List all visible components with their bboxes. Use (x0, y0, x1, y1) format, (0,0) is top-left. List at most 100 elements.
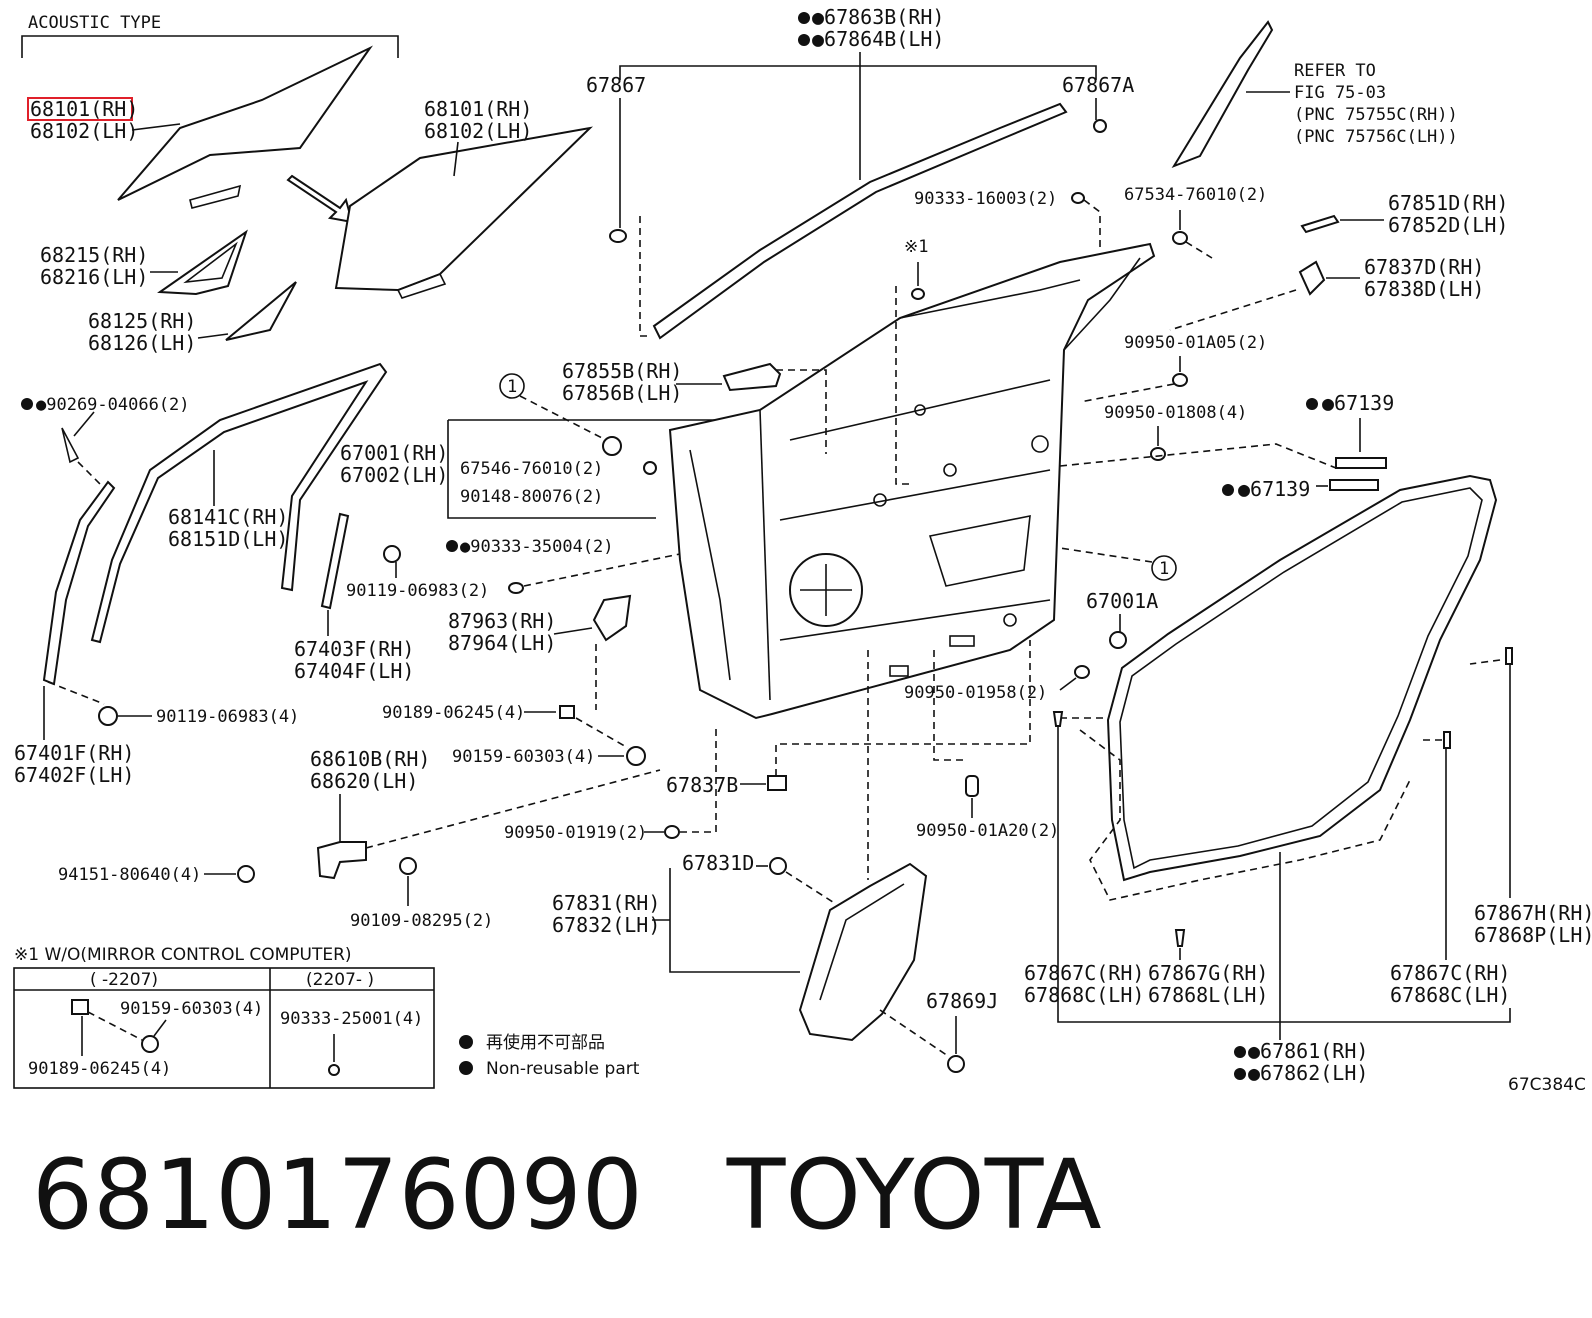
p67837b-label[interactable]: 67837B (666, 773, 738, 797)
p90119a-label[interactable]: 90119-06983(2) (346, 581, 489, 601)
glass-acoustic-lh-label[interactable]: 68102(LH) (30, 119, 138, 143)
p90950e-label[interactable]: 90950-01A20(2) (916, 821, 1059, 841)
selected-part-highlight (27, 97, 133, 121)
p68215-label[interactable]: 68215(RH) (40, 243, 148, 267)
p67867a-label[interactable]: 67867A (1062, 73, 1134, 97)
glass-acoustic-rh-label[interactable]: 68101(RH) (30, 97, 138, 121)
p90950b-label[interactable]: 90950-01A05(2) (1124, 333, 1267, 353)
p67139a-label[interactable]: ●67139 (1322, 391, 1394, 415)
p67401-label[interactable]: 67401F(RH) (14, 741, 134, 765)
legend-dot-icon-2 (459, 1061, 473, 1075)
non-reusable-dot-icon (21, 398, 33, 410)
footnote-part-a[interactable]: 90159-60303(4) (120, 999, 263, 1019)
callout-circle (499, 373, 525, 399)
cable-part (1300, 214, 1340, 234)
p67867h-label[interactable]: 67867H(RH) (1474, 901, 1592, 925)
p67139b-label[interactable]: ●67139 (1238, 477, 1310, 501)
p67867-label[interactable]: 67867 (586, 73, 646, 97)
p67867g-label[interactable]: 67867G(RH) (1148, 961, 1268, 985)
p94151-label[interactable]: 94151-80640(4) (58, 865, 201, 885)
door-frame-reinforcement (798, 862, 928, 1042)
p90148-label[interactable]: 90148-80076(2) (460, 487, 603, 507)
p68216-label[interactable]: 68216(LH) (40, 265, 148, 289)
p68151-label[interactable]: 68151D(LH) (168, 527, 288, 551)
p87963-label[interactable]: 87963(RH) (448, 609, 556, 633)
refer-label-3: (PNC 75755C(RH)) (1294, 105, 1458, 125)
acoustic-door-glass (117, 45, 374, 201)
handle-bracket-part (722, 362, 782, 392)
acoustic-type-heading: ACOUSTIC TYPE (28, 13, 161, 33)
legend-jp: 再使用不可部品 (486, 1032, 605, 1053)
p67851-label[interactable]: 67851D(RH) (1388, 191, 1508, 215)
refer-label-2: FIG 75-03 (1294, 83, 1386, 103)
p90189-label[interactable]: 90189-06245(4) (382, 703, 525, 723)
p67831-label[interactable]: 67831(RH) (552, 891, 660, 915)
door-weatherstrip (1106, 474, 1498, 882)
p67534-label[interactable]: 67534-76010(2) (1124, 185, 1267, 205)
p68141-label[interactable]: 68141C(RH) (168, 505, 288, 529)
clip-pin-icon (61, 427, 80, 464)
p90109-label[interactable]: 90109-08295(2) (350, 911, 493, 931)
p67402-label[interactable]: 67402F(LH) (14, 763, 134, 787)
part-number: 6810176090 (32, 1139, 643, 1251)
clip-part (1298, 260, 1326, 296)
glass-run-channel (90, 362, 388, 644)
refer-label-1: REFER TO (1294, 61, 1376, 81)
p67001a-label[interactable]: 67001A (1086, 589, 1158, 613)
p90950a-label[interactable]: 90950-01919(2) (504, 823, 647, 843)
footnote-table (13, 967, 435, 1089)
p68126-label[interactable]: 68126(LH) (88, 331, 196, 355)
p67855-label[interactable]: 67855B(RH) (562, 359, 682, 383)
p67864-label[interactable]: ●67864B(LH) (812, 27, 944, 51)
p67867c1-label[interactable]: 67867C(RH) (1024, 961, 1144, 985)
p67838d-label[interactable]: 67838D(LH) (1364, 277, 1484, 301)
p67868l-label[interactable]: 67868L(LH) (1148, 983, 1268, 1007)
svg-text:1: 1 (507, 377, 517, 397)
p67001-label[interactable]: 67001(RH) (340, 441, 448, 465)
p67863-label[interactable]: ●67863B(RH) (812, 5, 944, 29)
p67868c1-label[interactable]: 67868C(LH) (1024, 983, 1144, 1007)
p67856-label[interactable]: 67856B(LH) (562, 381, 682, 405)
p68610-label[interactable]: 68610B(RH) (310, 747, 430, 771)
p67002-label[interactable]: 67002(LH) (340, 463, 448, 487)
inner-panel-opening (928, 515, 1031, 587)
label-sticker-2 (1329, 479, 1379, 491)
p90333b-label[interactable]: 90333-16003(2) (914, 189, 1057, 209)
belt-moulding (652, 102, 1068, 340)
svg-text:1: 1 (1159, 559, 1169, 579)
caption: 6810176090 TOYOTA (32, 1135, 1102, 1255)
p67403-label[interactable]: 67403F(RH) (294, 637, 414, 661)
p67832-label[interactable]: 67832(LH) (552, 913, 660, 937)
legend-en: Non-reusable part (486, 1059, 640, 1079)
footnote-part-b[interactable]: 90189-06245(4) (28, 1059, 171, 1079)
bolt-icon-2 (383, 545, 401, 563)
p87964-label[interactable]: 87964(LH) (448, 631, 556, 655)
glass-rh-label[interactable]: 68101(RH) (424, 97, 532, 121)
p90159-label[interactable]: 90159-60303(4) (452, 747, 595, 767)
p90950c-label[interactable]: 90950-01808(4) (1104, 403, 1247, 423)
rear-lower-run-channel (320, 512, 350, 610)
p67867c2-label[interactable]: 67867C(RH) (1390, 961, 1510, 985)
p67404-label[interactable]: 67404F(LH) (294, 659, 414, 683)
p67852-label[interactable]: 67852D(LH) (1388, 213, 1508, 237)
p90950d-label[interactable]: 90950-01958(2) (904, 683, 1047, 703)
p67861-label[interactable]: ●67861(RH) (1248, 1039, 1368, 1063)
p67831d-label[interactable]: 67831D (682, 851, 754, 875)
p67868p-label[interactable]: 67868P(LH) (1474, 923, 1592, 947)
p68125-label[interactable]: 68125(RH) (88, 309, 196, 333)
p90119b-label[interactable]: 90119-06983(4) (156, 707, 299, 727)
p67869j-label[interactable]: 67869J (926, 989, 998, 1013)
callout-circle-2 (1151, 555, 1177, 581)
door-check-part (316, 841, 367, 880)
p68620-label[interactable]: 68620(LH) (310, 769, 418, 793)
glass-lh-label[interactable]: 68102(LH) (424, 119, 532, 143)
footnote-part-c[interactable]: 90333-25001(4) (280, 1009, 423, 1029)
p90269-label[interactable]: ●90269-04066(2) (36, 395, 190, 415)
figure-code: 67C384C (1508, 1075, 1586, 1095)
p90333a-label[interactable]: ●90333-35004(2) (460, 537, 614, 557)
footnote-title: ※1 W/O(MIRROR CONTROL COMPUTER) (14, 945, 352, 965)
p67868c2-label[interactable]: 67868C(LH) (1390, 983, 1510, 1007)
p67837d-label[interactable]: 67837D(RH) (1364, 255, 1484, 279)
p67546-label[interactable]: 67546-76010(2) (460, 459, 603, 479)
p67862-label[interactable]: ●67862(LH) (1248, 1061, 1368, 1085)
